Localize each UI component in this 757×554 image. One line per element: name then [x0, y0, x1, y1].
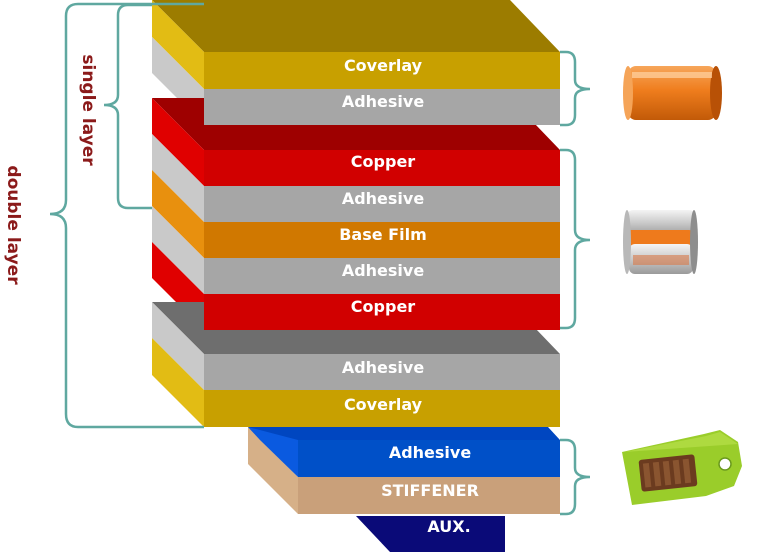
brace-single-layer	[103, 3, 152, 210]
copper-roll-icon	[623, 210, 698, 274]
label-adhesive-stiffener: Adhesive	[389, 443, 472, 462]
brace-stiffener	[560, 438, 591, 516]
double-layer-label: double layer	[3, 165, 23, 285]
coverlay-top-front	[204, 52, 560, 89]
adhesive-2-front	[204, 186, 560, 222]
coverlay-bottom-front	[204, 390, 560, 427]
stiffener-group	[248, 427, 560, 552]
label-coverlay-top: Coverlay	[344, 56, 423, 75]
label-copper-2: Copper	[351, 297, 415, 316]
brace-coverlay-adhesive	[560, 50, 591, 127]
base-film-front	[204, 222, 560, 258]
adhesive-blue-front	[298, 440, 560, 477]
adhesive-1-front	[204, 89, 560, 125]
single-layer-label: single layer	[78, 54, 98, 166]
base-film-side	[152, 170, 204, 258]
label-coverlay-bottom: Coverlay	[344, 395, 423, 414]
brace-copper-clad	[560, 148, 591, 330]
copper-1-front	[204, 150, 560, 186]
label-adhesive-2: Adhesive	[342, 189, 425, 208]
label-copper-1: Copper	[351, 152, 415, 171]
label-adhesive-4: Adhesive	[342, 358, 425, 377]
label-aux: AUX.	[427, 517, 470, 536]
adhesive-2-side	[152, 134, 204, 222]
left-braces	[49, 2, 204, 429]
label-adhesive-3: Adhesive	[342, 261, 425, 280]
label-stiffener: STIFFENER	[381, 481, 479, 500]
adhesive-blue-top-face	[248, 427, 560, 440]
adhesive-4-front	[204, 354, 560, 390]
copper-1-side	[152, 98, 204, 186]
aux-block	[356, 516, 505, 552]
adhesive-blue-side	[248, 427, 298, 514]
adhesive-blue-side-top	[248, 427, 298, 477]
label-base-film: Base Film	[339, 225, 427, 244]
stiffened-pcb-icon	[622, 430, 742, 505]
brace-double-layer	[49, 2, 204, 429]
stack-top-group	[152, 0, 560, 125]
label-adhesive-1: Adhesive	[342, 92, 425, 111]
copper-2-front	[204, 294, 560, 330]
adhesive-3-side	[152, 206, 204, 294]
adhesive-4-side	[152, 302, 204, 390]
coverlay-top-face	[152, 0, 560, 52]
coverlay-bottom-side	[152, 338, 204, 427]
orange-roll-icon	[623, 66, 722, 120]
right-braces	[560, 50, 591, 516]
stiffener-front	[298, 477, 560, 514]
adhesive-3-front	[204, 258, 560, 294]
coverlay-top-side	[152, 0, 204, 89]
